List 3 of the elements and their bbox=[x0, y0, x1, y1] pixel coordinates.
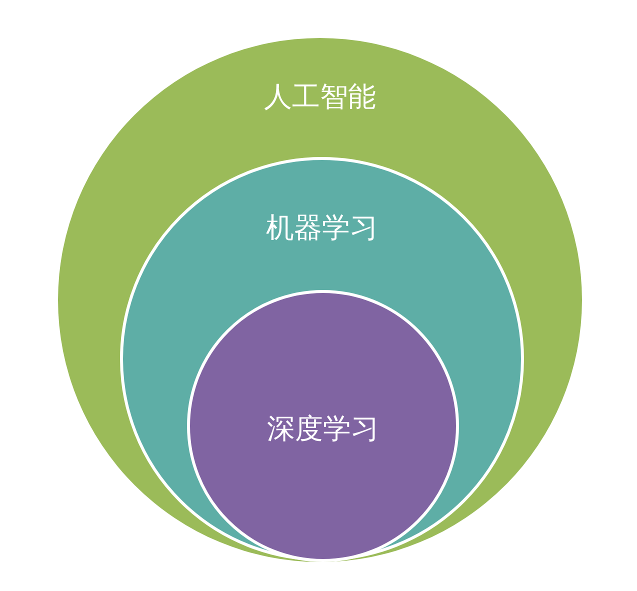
set-label: 深度学习 bbox=[266, 411, 380, 447]
set-label: 人工智能 bbox=[263, 79, 377, 115]
set-label: 机器学习 bbox=[265, 210, 379, 246]
